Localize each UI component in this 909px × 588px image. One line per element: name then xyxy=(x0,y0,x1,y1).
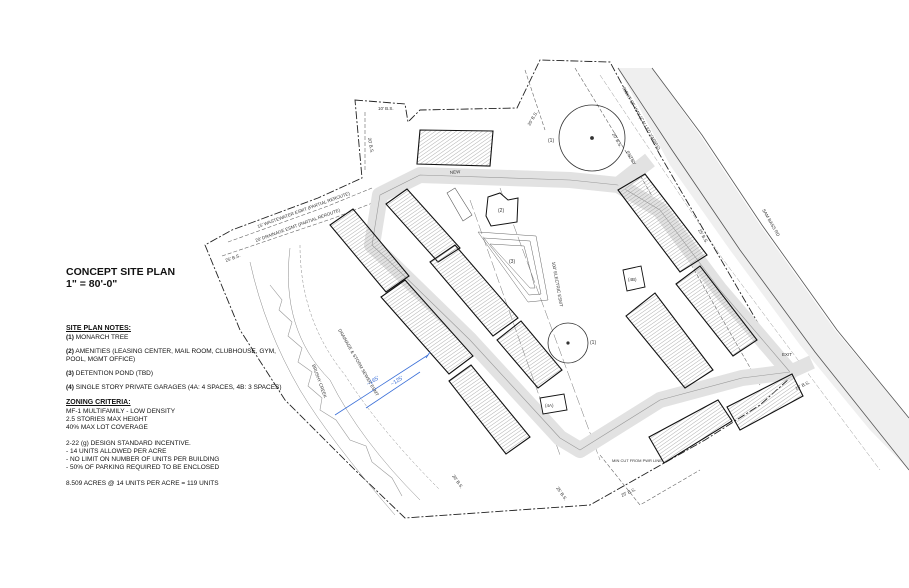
building xyxy=(726,373,804,431)
label-drainage-storm: DRAINAGE & STORM SEWER ESMT xyxy=(337,328,380,397)
building xyxy=(625,292,714,389)
garage-4a xyxy=(539,393,568,415)
building xyxy=(448,364,531,455)
building xyxy=(329,208,410,293)
buildings xyxy=(329,129,804,464)
monarch-tree xyxy=(547,104,626,364)
plan-scale: 1" = 80'-0" xyxy=(66,278,118,290)
sam-bass-road xyxy=(599,67,909,471)
zoning-line: 2.5 STORIES MAX HEIGHT xyxy=(66,416,148,423)
building xyxy=(429,244,519,337)
tag-4b: (4B) xyxy=(628,277,637,282)
tag-monarch-2: (1) xyxy=(590,340,596,346)
incentive-line: - NO LIMIT ON NUMBER OF UNITS PER BUILDI… xyxy=(66,456,220,463)
incentive-line: - 14 UNITS ALLOWED PER ACRE xyxy=(66,448,167,455)
building xyxy=(416,129,494,167)
tag-amenity: (2) xyxy=(498,208,504,214)
label-setback: 25' B.S. xyxy=(620,487,636,498)
incentive-line: - 50% OF PARKING REQUIRED TO BE ENCLOSED xyxy=(66,464,220,471)
building xyxy=(648,399,733,464)
label-setback: 25' B.S. xyxy=(555,486,568,502)
pool xyxy=(446,187,473,222)
garage-4b xyxy=(622,265,646,292)
label-setback: 20' B.S. xyxy=(611,132,623,148)
label-setback: 20' B.S. xyxy=(527,110,539,126)
building xyxy=(385,188,461,263)
creek xyxy=(269,284,403,497)
driveway xyxy=(364,153,815,458)
easement-lines xyxy=(221,67,761,516)
label-setback: 20' B.S. xyxy=(367,137,375,153)
units-summary: 8.509 ACRES @ 14 UNITS PER ACRE = 119 UN… xyxy=(66,480,219,487)
label-setback: 10' B.S. xyxy=(378,106,394,111)
label-dim-125: ~125' xyxy=(390,375,405,387)
notes-header: SITE PLAN NOTES: xyxy=(66,325,131,332)
amenity-building xyxy=(485,192,519,227)
note-item: (2) AMENITIES (LEASING CENTER, MAIL ROOM… xyxy=(66,348,276,363)
zoning-header: ZONING CRITERIA: xyxy=(66,399,131,406)
plan-title: CONCEPT SITE PLAN xyxy=(66,266,176,278)
note-item: (3) DETENTION POND (TBD) xyxy=(66,370,154,377)
dimension-lines xyxy=(334,351,431,416)
building xyxy=(380,279,474,375)
label-min-cut: MIN CUT FROM PWR LINE xyxy=(612,458,662,463)
note-item: (4) SINGLE STORY PRIVATE GARAGES (4A: 4 … xyxy=(66,384,282,391)
label-exit: EXIT xyxy=(782,352,792,357)
building xyxy=(496,320,563,389)
label-new: NEW xyxy=(450,169,462,175)
property-boundary xyxy=(204,59,791,519)
zoning-line: MF-1 MULTIFAMILY - LOW DENSITY xyxy=(66,408,176,415)
label-setback: 25' B.S. xyxy=(225,253,241,263)
notes-panel: CONCEPT SITE PLAN 1" = 80'-0" SITE PLAN … xyxy=(66,266,326,488)
zoning-line: 40% MAX LOT COVERAGE xyxy=(66,424,148,431)
label-setback: 15' B.S. xyxy=(794,380,810,391)
detention-pond xyxy=(477,231,549,303)
building xyxy=(617,173,708,273)
label-setback: 20' B.S. xyxy=(451,474,464,490)
tag-pond: (3) xyxy=(509,259,515,265)
label-entry: ENTRY xyxy=(625,150,637,166)
tag-monarch-1: (1) xyxy=(548,138,554,144)
label-electric-esmt: 100' ELECTRIC ESMT xyxy=(551,261,564,307)
tag-4a: (4A) xyxy=(545,403,554,408)
note-item: (1) MONARCH TREE xyxy=(66,334,129,341)
building xyxy=(675,265,758,357)
incentive-line: 2-22 (g) DESIGN STANDARD INCENTIVE. xyxy=(66,440,191,447)
